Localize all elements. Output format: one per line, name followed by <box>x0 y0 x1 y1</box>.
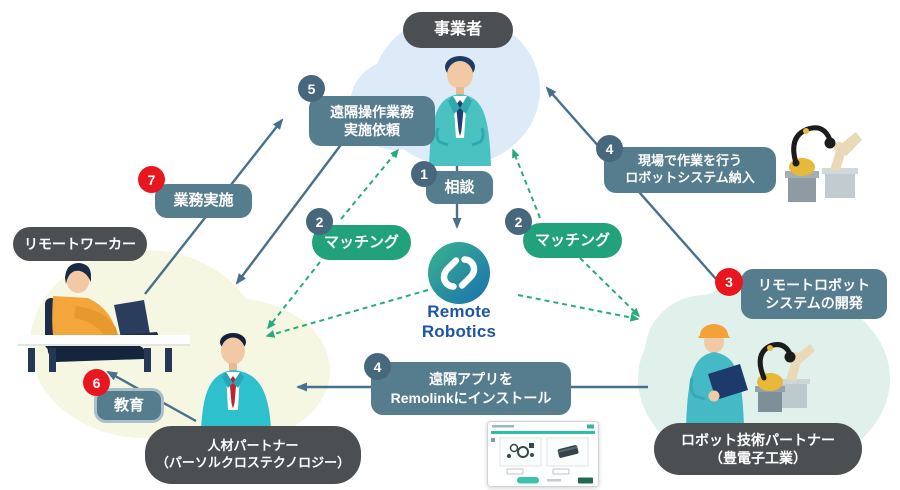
step-badge-5: 5 <box>298 75 325 102</box>
node-hr-partner: 人材パートナー （パーソルクロステクノロジー） <box>145 426 361 484</box>
step-label-work: 業務実施 <box>155 184 252 218</box>
businessman-illustration <box>429 56 491 166</box>
dashed-logo-to-robot-partner <box>517 294 640 322</box>
node-remote-worker: リモートワーカー <box>13 227 147 261</box>
step-badge-2-right: 2 <box>505 208 532 235</box>
robot-arm-icon <box>785 125 862 202</box>
robot-engineer-illustration <box>686 324 815 426</box>
remote-worker-at-desk-illustration <box>18 263 190 372</box>
dashed-matching-left-to-hr-partner <box>267 261 321 330</box>
step-badge-2-left: 2 <box>306 208 333 235</box>
arrow-request-to-remote-worker <box>235 141 344 285</box>
remolink-app-screenshot <box>487 421 599 487</box>
link-icon <box>440 256 478 290</box>
step-label-matching-right: マッチング <box>523 223 622 258</box>
logo-wordmark: Remote Robotics <box>421 302 497 341</box>
step-label-deliver: 現場で作業を行う ロボットシステム納入 <box>604 147 776 193</box>
step-label-develop: リモートロボット システムの開発 <box>741 269 887 319</box>
step-badge-4-install: 4 <box>364 353 391 380</box>
node-business: 事業者 <box>403 12 513 48</box>
dashed-logo-to-hr-partner <box>265 289 429 338</box>
step-label-consult: 相談 <box>426 171 493 204</box>
step-label-install: 遠隔アプリを Remolinkにインストール <box>371 362 571 415</box>
dashed-matching-right-to-business <box>512 148 541 219</box>
dashed-matching-left-to-business <box>340 148 399 220</box>
dashed-matching-right-to-robot-partner <box>579 257 641 318</box>
node-robot-partner: ロボット技術パートナー （豊電子工業） <box>654 423 862 475</box>
step-badge-4-deliver: 4 <box>596 135 623 162</box>
step-badge-6: 6 <box>83 369 110 396</box>
step-badge-3: 3 <box>715 268 743 296</box>
step-label-educate: 教育 <box>94 388 164 423</box>
step-label-request: 遠隔操作業務 実施依頼 <box>309 96 435 146</box>
step-badge-7: 7 <box>138 166 165 193</box>
step-badge-1: 1 <box>411 161 437 187</box>
logo-mark <box>428 242 490 304</box>
hr-partner-illustration <box>201 333 271 430</box>
